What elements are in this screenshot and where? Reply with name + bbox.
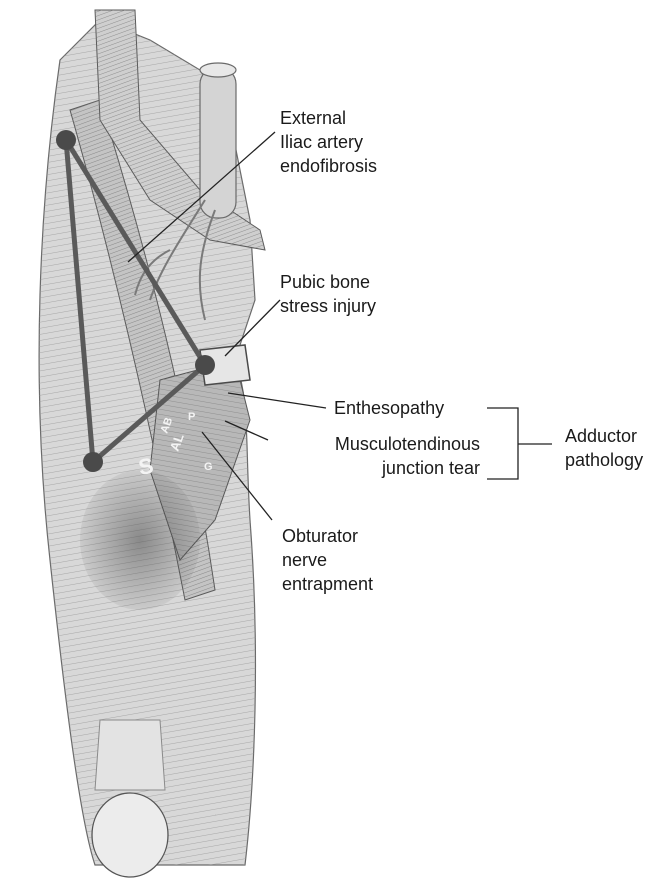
- label-adductor-pathology: Adductor pathology: [565, 424, 643, 472]
- triangle-vertex-asis: [56, 130, 76, 150]
- label-external-iliac: External Iliac artery endofibrosis: [280, 106, 377, 178]
- patella: [92, 793, 168, 877]
- label-enthesopathy: Enthesopathy: [334, 396, 444, 420]
- triangle-vertex-apex: [83, 452, 103, 472]
- label-pubic-bone: Pubic bone stress injury: [280, 270, 376, 318]
- muscle-letter-gracilis: G: [204, 461, 213, 473]
- iliac-vessel: [200, 68, 236, 218]
- triangle-vertex-pubic: [195, 355, 215, 375]
- adductor-bracket: [487, 408, 518, 479]
- label-musculotendinous: Musculotendinous junction tear: [282, 432, 480, 480]
- muscle-letter-pectineus: P: [188, 411, 195, 423]
- label-obturator: Obturator nerve entrapment: [282, 524, 373, 596]
